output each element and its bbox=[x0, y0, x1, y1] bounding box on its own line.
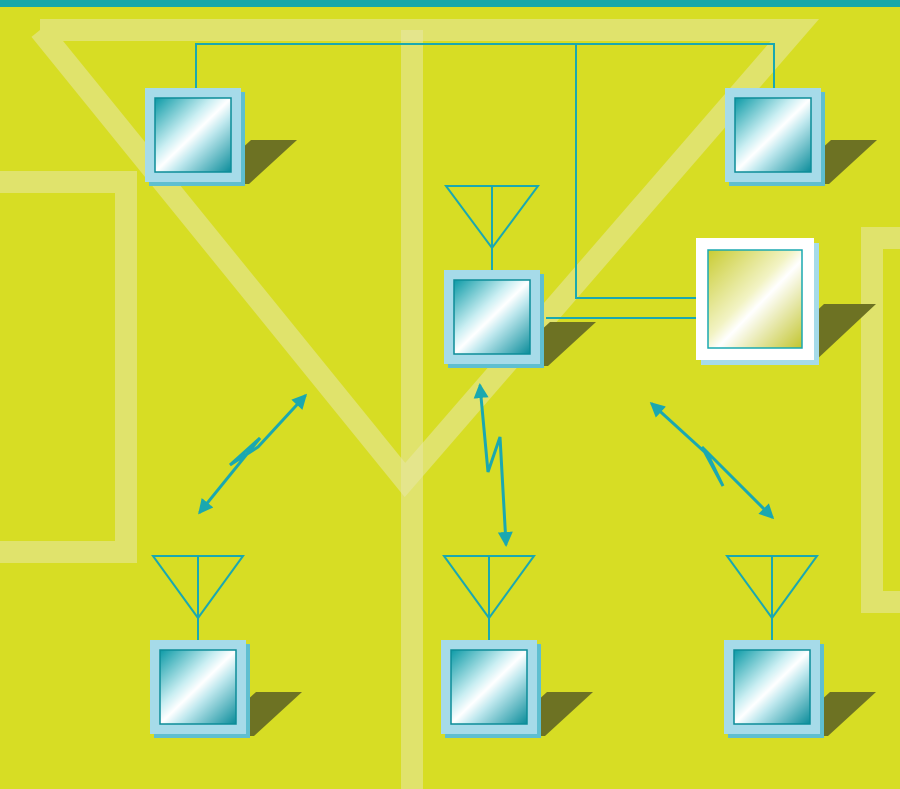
antenna-icon bbox=[725, 555, 819, 640]
wireless-link-center bbox=[473, 383, 513, 547]
computer-terminal-top-left bbox=[145, 88, 297, 186]
watermark-shapes bbox=[0, 19, 900, 789]
antennas bbox=[151, 185, 819, 640]
wired-link-drop bbox=[575, 44, 700, 299]
antenna-icon bbox=[442, 555, 536, 640]
computer-terminal-bottom-left bbox=[150, 640, 302, 738]
access-point bbox=[696, 238, 876, 365]
antenna-icon bbox=[444, 185, 540, 270]
wired-links bbox=[195, 43, 775, 319]
wired-link-top bbox=[195, 43, 775, 90]
wireless-link-left bbox=[198, 393, 308, 515]
computer-terminal-icon bbox=[159, 649, 237, 725]
wireless-link-right bbox=[649, 401, 775, 520]
computer-terminal-icon bbox=[453, 279, 531, 355]
watermark-left-bracket bbox=[0, 171, 137, 563]
computer-terminal-icon bbox=[733, 649, 811, 725]
computer-terminal-icon bbox=[734, 97, 812, 173]
computer-terminal-icon bbox=[450, 649, 528, 725]
computer-terminal-icon bbox=[154, 97, 232, 173]
computer-terminal-bottom-right bbox=[724, 640, 876, 738]
antenna-icon bbox=[151, 555, 245, 640]
computer-terminal-bottom-center bbox=[441, 640, 593, 738]
computer-terminal-center bbox=[444, 270, 596, 368]
computer-terminal-top-right bbox=[725, 88, 877, 186]
access-point-icon bbox=[707, 249, 803, 349]
wireless-links bbox=[198, 383, 775, 547]
top-bar bbox=[0, 0, 900, 7]
watermark-right-bracket bbox=[861, 227, 900, 613]
